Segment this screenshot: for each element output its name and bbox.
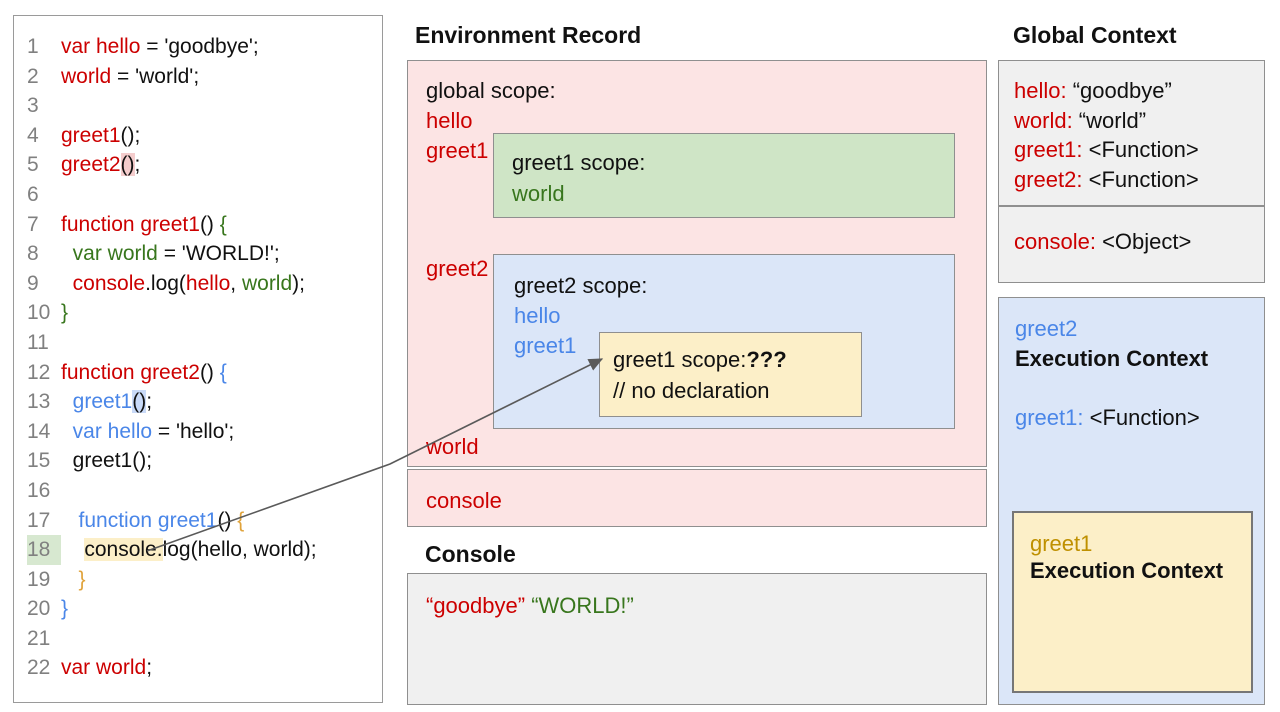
global-var-greet1: greet1: [426, 138, 489, 163]
line-number: 4: [27, 123, 39, 147]
code-line: 12 function greet2() {: [14, 358, 382, 388]
code-line: 17 function greet1() {: [14, 506, 382, 536]
global-var-greet2: greet2: [426, 256, 489, 281]
global-context-console-box: console: <Object>: [998, 206, 1265, 283]
global-var-world: world: [426, 434, 479, 459]
code-line: 20}: [14, 594, 382, 624]
line-number: 19: [27, 567, 51, 591]
code-line: 21: [14, 624, 382, 654]
code-line-text: function greet1() {: [78, 508, 245, 532]
line-number: 6: [27, 182, 39, 206]
code-line: 11: [14, 328, 382, 358]
code-line-text: function greet2() {: [61, 360, 227, 384]
greet2-scope-label: greet2 scope:: [514, 273, 648, 298]
line-number: 15: [27, 449, 51, 473]
console-output: “goodbye” “WORLD!”: [426, 593, 634, 618]
greet2-execution-context-title: Execution Context: [1015, 346, 1209, 371]
code-line: 19 }: [14, 565, 382, 595]
greet2-execution-context-entry: greet1: <Function>: [1015, 405, 1200, 430]
code-line-text: greet1();: [72, 390, 153, 414]
code-line-text: var hello = 'goodbye';: [61, 35, 259, 58]
greet2-execution-context-name: greet2: [1015, 316, 1078, 341]
code-line: 8 var world = 'WORLD!';: [14, 239, 382, 269]
line-number: 3: [27, 94, 39, 118]
global-context-console-entry: console: <Object>: [1014, 229, 1192, 254]
line-number: 16: [27, 478, 51, 502]
global-context-variables-box: hello: “goodbye” world: “world” greet1: <F…: [998, 60, 1265, 206]
code-line-text: }: [61, 597, 69, 621]
line-number: 17: [27, 508, 51, 532]
code-lines: 1 var hello = 'goodbye'; 2 world = 'world';…: [14, 32, 382, 683]
code-line: 9 console.log(hello, world);: [14, 269, 382, 299]
line-number: 9: [27, 271, 39, 295]
global-context-entries: hello: “goodbye” world: “world” greet1: <F…: [1014, 76, 1258, 195]
global-context-title: Global Context: [1013, 22, 1177, 48]
code-line-text: world = 'world';: [61, 64, 200, 88]
line-number: 2: [27, 64, 39, 88]
line-number: 11: [27, 330, 49, 354]
line-number: 22: [27, 656, 51, 680]
global-context-entry: hello: “goodbye”: [1014, 78, 1172, 103]
greet1-execution-context-title: Execution Context: [1030, 558, 1224, 583]
global-context-entry: greet1: <Function>: [1014, 137, 1199, 163]
line-number: 20: [27, 597, 51, 621]
code-line-text: greet1();: [61, 449, 153, 473]
code-line-text: console.log(hello, world);: [84, 538, 317, 562]
unknown-marker: ???: [746, 347, 787, 372]
code-line-text: }: [61, 301, 69, 325]
line-number: 10: [27, 301, 51, 325]
code-line-text: var world = 'WORLD!';: [72, 242, 280, 266]
greet2-scope-var-hello: hello: [514, 303, 561, 328]
greet1-scope-label: greet1 scope:: [512, 150, 646, 175]
code-editor-panel: 1 var hello = 'goodbye'; 2 world = 'world';…: [13, 15, 383, 703]
code-line: 4 greet1();: [14, 121, 382, 151]
code-line: 1 var hello = 'goodbye';: [14, 32, 382, 62]
global-console-box: console: [407, 469, 987, 527]
inner-greet1-scope-label: greet1 scope:???: [613, 347, 787, 372]
code-line: 2 world = 'world';: [14, 62, 382, 92]
code-line: 5 greet2();: [14, 150, 382, 180]
line-number: 7: [27, 212, 39, 236]
code-line-text: var world;: [61, 656, 153, 680]
line-number: 5: [27, 153, 39, 177]
code-line-text: greet2();: [61, 153, 141, 177]
environment-record-title: Environment Record: [415, 22, 642, 48]
line-number: 8: [27, 242, 39, 266]
code-line-text: function greet1() {: [61, 212, 227, 236]
greet2-scope-var-greet1: greet1: [514, 333, 577, 358]
line-number: 13: [27, 390, 51, 414]
code-line-text: }: [78, 567, 86, 591]
code-line: 15 greet1();: [14, 446, 382, 476]
code-line-text: greet1();: [61, 123, 141, 147]
code-line: 18 console.log(hello, world);: [14, 535, 382, 565]
code-line: 3: [14, 91, 382, 121]
global-context-entry: world: “world”: [1014, 107, 1147, 133]
inner-greet1-scope-box: greet1 scope:??? // no declaration: [599, 332, 862, 417]
line-number: 1: [27, 35, 39, 58]
code-line-text: console.log(hello, world);: [72, 271, 305, 295]
code-line: 6: [14, 180, 382, 210]
global-var-hello: hello: [426, 108, 473, 133]
line-number: 18: [27, 535, 61, 565]
code-line-text: var hello = 'hello';: [72, 419, 235, 443]
no-declaration-comment: // no declaration: [613, 378, 770, 403]
greet1-scope-var-world: world: [512, 181, 565, 206]
code-line: 14 var hello = 'hello';: [14, 417, 382, 447]
greet1-scope-box: greet1 scope: world: [493, 133, 955, 218]
line-number: 21: [27, 626, 51, 650]
code-line: 22 var world;: [14, 653, 382, 683]
global-var-console: console: [426, 488, 502, 513]
code-line: 16: [14, 476, 382, 506]
code-line: 13 greet1();: [14, 387, 382, 417]
code-line: 7 function greet1() {: [14, 210, 382, 240]
global-scope-label: global scope:: [426, 78, 556, 103]
greet1-execution-context-name: greet1: [1030, 531, 1093, 556]
global-context-entry: greet2: <Function>: [1014, 167, 1199, 193]
console-title: Console: [425, 541, 516, 567]
code-line: 10}: [14, 298, 382, 328]
line-number: 14: [27, 419, 51, 443]
console-output-box: “goodbye” “WORLD!”: [407, 573, 987, 705]
greet1-execution-context-box: greet1 Execution Context: [1012, 511, 1253, 693]
line-number: 12: [27, 360, 51, 384]
